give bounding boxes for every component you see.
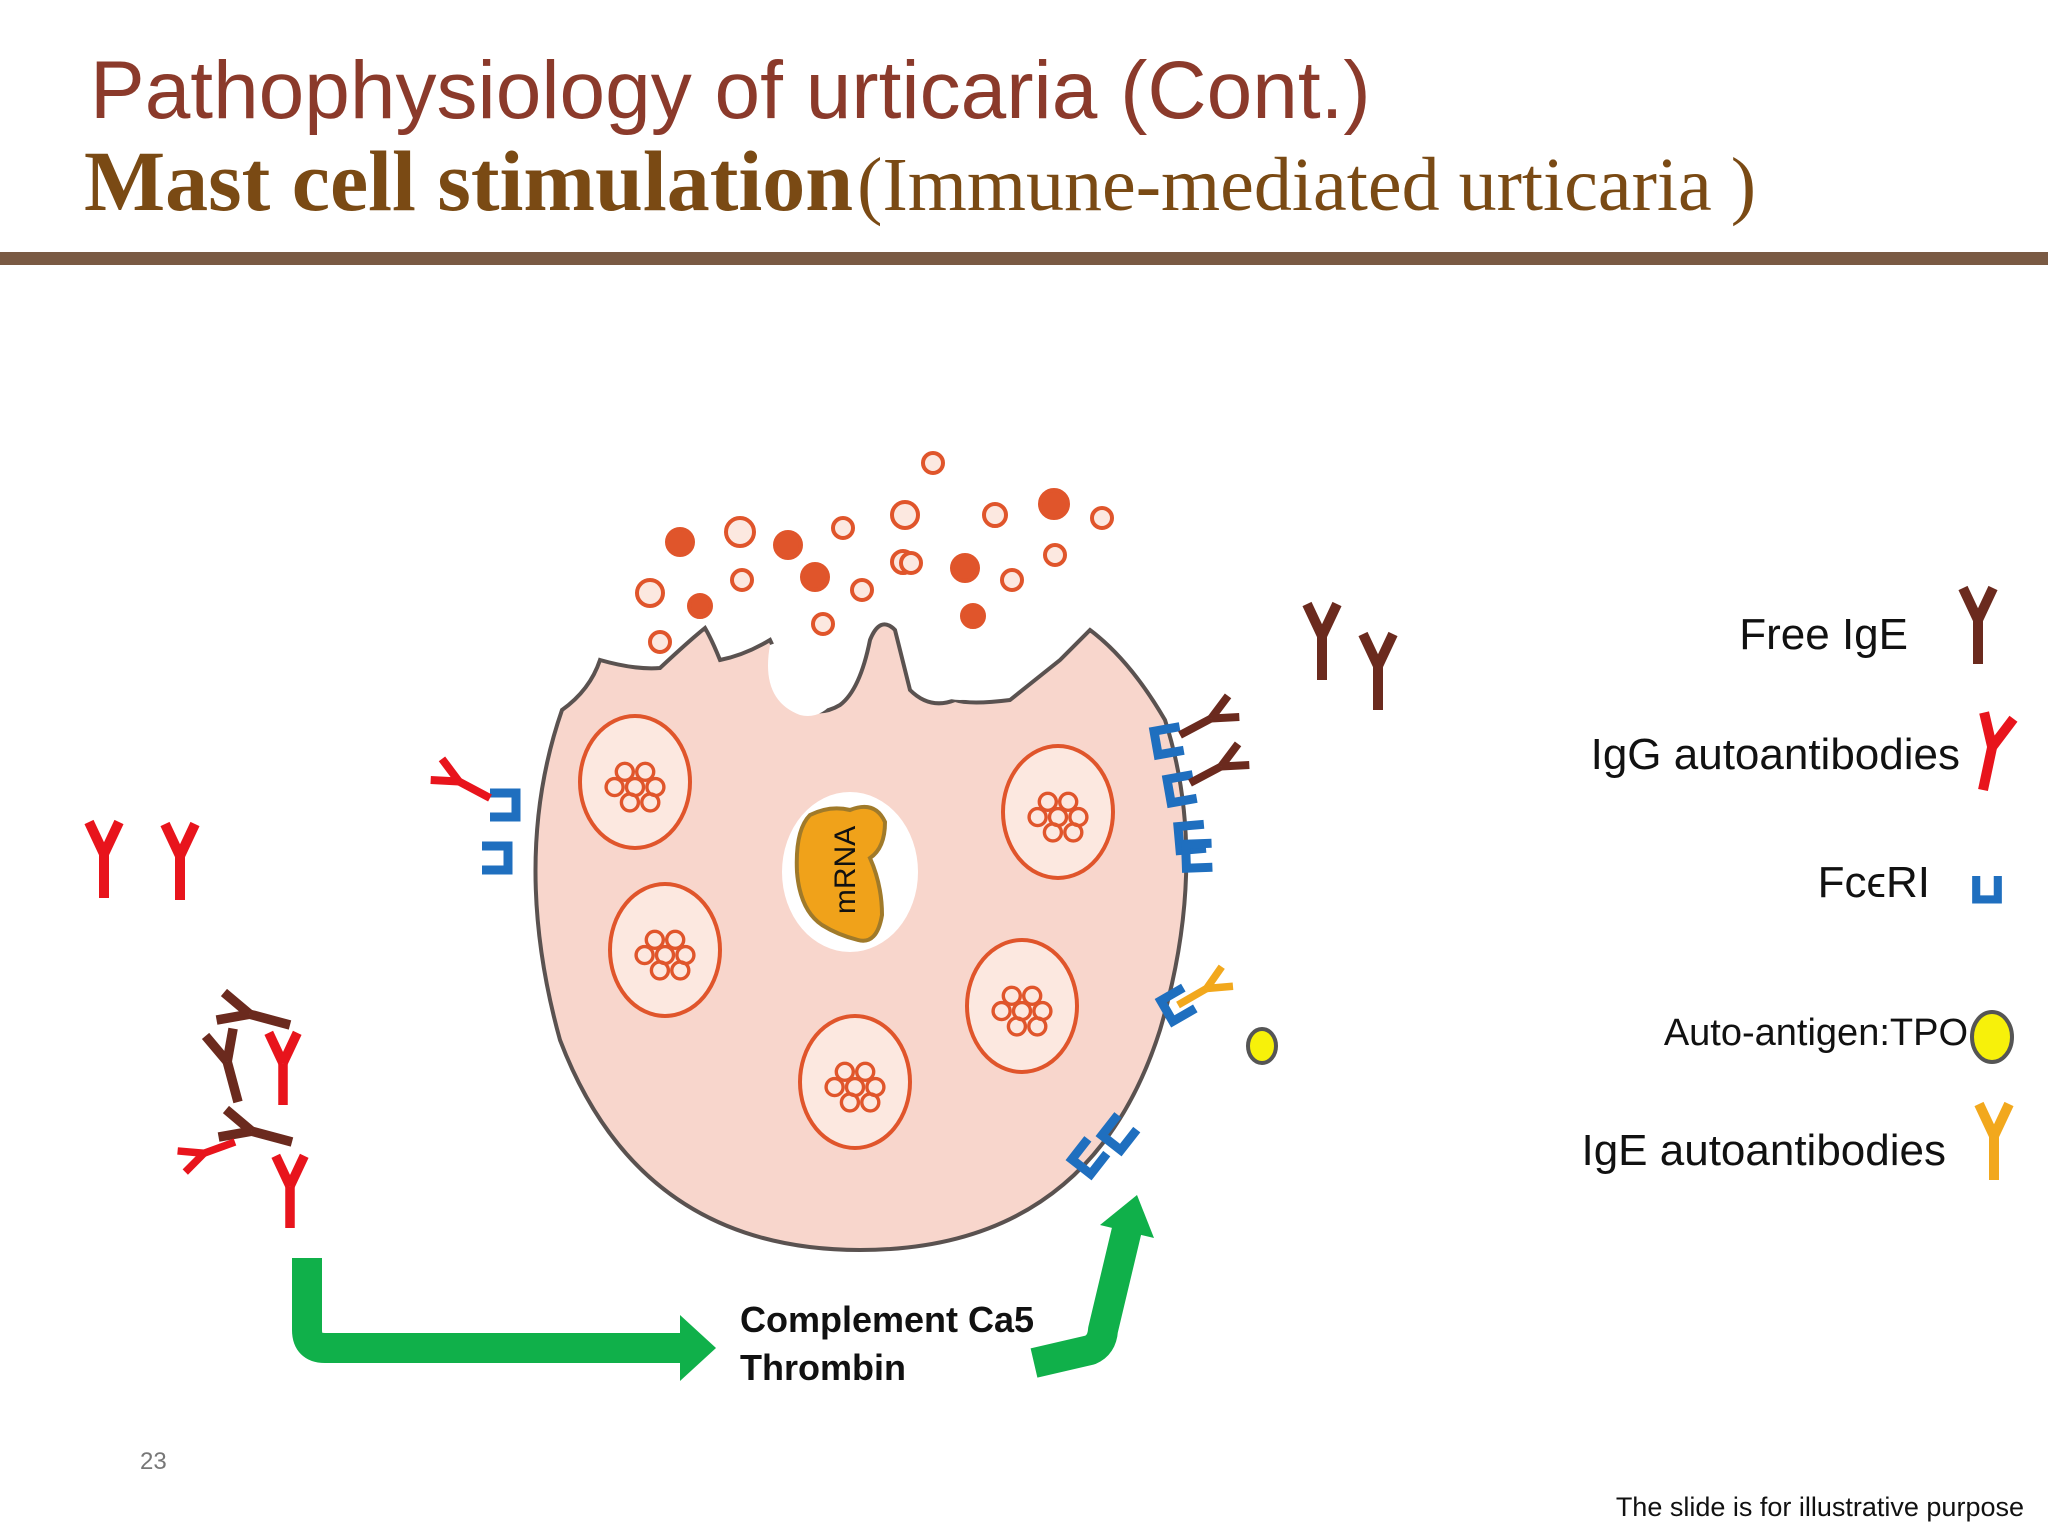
flow-label: Complement Ca5 Thrombin bbox=[740, 1296, 1034, 1392]
free-igg-group bbox=[89, 822, 195, 900]
granule-vesicle bbox=[1001, 744, 1115, 880]
degranulation-tear bbox=[768, 627, 1010, 716]
subtitle-normal: (Immune-mediated urticaria ) bbox=[857, 143, 1757, 227]
slide-subtitle: Mast cell stimulation (Immune-mediated u… bbox=[84, 138, 1756, 224]
legend-ige-auto-label: IgE autoantibodies bbox=[1581, 1126, 1946, 1175]
slide-title: Pathophysiology of urticaria (Cont.) bbox=[90, 45, 1371, 136]
legend-tpo-label: Auto-antigen:TPO bbox=[1663, 1012, 1968, 1054]
footer-note: The slide is for illustrative purpose bbox=[1615, 1492, 2024, 1522]
complement-arrow bbox=[292, 1258, 690, 1363]
flow-label-line1: Complement Ca5 bbox=[740, 1299, 1035, 1340]
legend-fceri-label: FcϵRI bbox=[1817, 858, 1930, 907]
antibody-cluster bbox=[178, 993, 305, 1228]
legend-ige-auto-icon bbox=[1979, 1104, 2009, 1180]
granule-vesicle bbox=[608, 882, 722, 1018]
complement-arrow-head bbox=[680, 1315, 716, 1381]
legend-free-ige-label: Free IgE bbox=[1739, 610, 1908, 659]
legend-free-ige-icon bbox=[1963, 588, 1993, 664]
granule-vesicle bbox=[965, 938, 1079, 1074]
legend-fceri-icon bbox=[1976, 876, 1998, 899]
nucleus bbox=[782, 792, 918, 952]
title-divider bbox=[0, 252, 2048, 265]
legend-tpo-icon bbox=[1970, 1010, 2014, 1064]
granule-vesicle bbox=[578, 714, 692, 850]
activation-arrow-head bbox=[1100, 1195, 1154, 1238]
granule-vesicle bbox=[798, 1014, 912, 1150]
page-number: 23 bbox=[140, 1448, 167, 1475]
igg-left-membrane bbox=[431, 759, 496, 809]
subtitle-bold: Mast cell stimulation bbox=[84, 133, 854, 229]
activation-arrow bbox=[1030, 1221, 1143, 1378]
granule-vesicles bbox=[578, 714, 1115, 1150]
free-ige-group bbox=[1307, 604, 1393, 710]
fceri-receptors-left bbox=[482, 793, 516, 870]
tpo-antigen bbox=[1246, 1027, 1278, 1065]
released-granules bbox=[635, 451, 1114, 654]
nucleus-label: mRNA bbox=[829, 826, 862, 914]
flow-label-line2: Thrombin bbox=[740, 1347, 906, 1388]
legend-igg-label: IgG autoantibodies bbox=[1590, 730, 1960, 779]
legend-igg-icon bbox=[1968, 713, 2013, 794]
